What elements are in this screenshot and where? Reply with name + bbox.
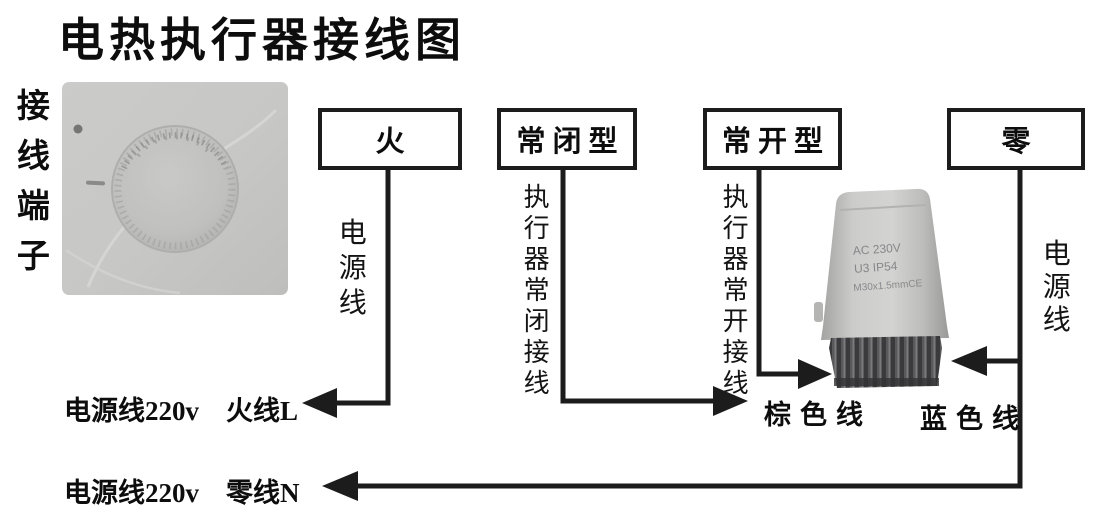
actuator-marking-1: AC 230V (852, 241, 901, 258)
actuator-base (829, 336, 942, 388)
label-brown-wire: 棕色线 (764, 400, 872, 430)
arrow-neutral-left (322, 471, 358, 501)
actuator-marking-2: U3 IP54 (854, 259, 899, 276)
terminal-box-live-label: 火 (375, 126, 405, 158)
terminal-box-normally-open: 常开型 (703, 108, 842, 170)
actuator-side-tab (814, 302, 823, 322)
thermostat-screw-dot (73, 124, 83, 134)
label-blue-wire: 蓝色线 (920, 404, 1028, 434)
actuator-marking-3: M30x1.5mmCE (853, 278, 923, 294)
arrow-neutral-branch-left (951, 346, 987, 376)
wire-label-nc-line: 执行器常闭接线 (523, 183, 550, 398)
wire-neutral (356, 168, 1023, 489)
wire-normally-open (756, 168, 800, 377)
thermostat-dial (111, 125, 239, 253)
actuator-base-edge (834, 378, 939, 386)
terminal-box-normally-closed: 常闭型 (497, 108, 637, 170)
actuator-markings: AC 230V U3 IP54 M30x1.5mmCE (852, 241, 923, 294)
terminal-block-label: 接线端子 (16, 89, 50, 275)
actuator-photo: AC 230V U3 IP54 M30x1.5mmCE (814, 188, 949, 388)
label-neutral-supply: 电源线220v 零线N (64, 478, 300, 508)
terminal-box-neutral: 零 (947, 108, 1085, 170)
actuator-cap-seam (839, 204, 927, 211)
actuator-body (821, 188, 949, 340)
page-title: 电热执行器接线图 (58, 15, 466, 66)
arrow-nc-right (713, 386, 748, 416)
terminal-box-neutral-label: 零 (1001, 126, 1031, 158)
wire-label-neutral-power: 电源线 (1042, 239, 1071, 336)
thermostat-dial-ticks (114, 128, 236, 250)
wire-label-live-power: 电源线 (338, 218, 367, 319)
arrow-no-right (798, 359, 832, 389)
label-live-supply: 电源线220v 火线L (64, 396, 299, 426)
thermostat-side-mark (86, 180, 105, 186)
terminal-box-nc-label: 常闭型 (516, 126, 625, 158)
thermostat-photo (62, 82, 288, 295)
terminal-box-no-label: 常开型 (721, 126, 830, 158)
wire-live (336, 168, 391, 406)
arrow-live-left (302, 388, 337, 418)
thermostat-dial-ticks-top (121, 132, 229, 170)
thermostat-plate-seam-2 (65, 248, 181, 295)
wire-normally-closed (560, 168, 716, 404)
